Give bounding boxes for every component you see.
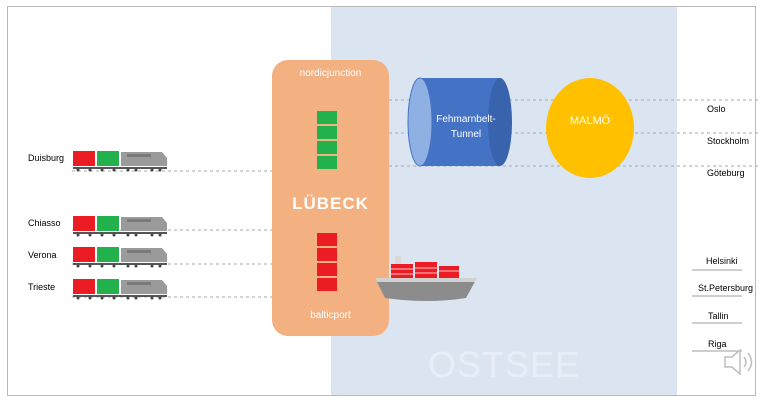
destination-stpetersburg: St.Petersburg — [698, 283, 754, 293]
red-container — [317, 233, 337, 246]
red-container — [317, 248, 337, 261]
tunnel-label: Fehmarnbelt- Tunnel — [425, 112, 507, 142]
train-icon — [73, 247, 167, 268]
destination-oslo: Oslo — [707, 104, 726, 114]
green-container — [317, 141, 337, 154]
origin-verona: Verona — [28, 250, 57, 260]
hub-city-label: LÜBECK — [292, 194, 369, 213]
hub-bottom-label: balticport — [310, 310, 351, 321]
destination-helsinki: Helsinki — [706, 256, 738, 266]
malmo-circle — [546, 78, 634, 178]
destination-goteburg: Göteburg — [707, 168, 745, 178]
train-icon — [73, 151, 167, 172]
origin-chiasso: Chiasso — [28, 218, 61, 228]
green-container — [317, 126, 337, 139]
tunnel-label-line2: Tunnel — [450, 129, 482, 140]
speaker-icon[interactable] — [722, 346, 758, 378]
hub-top-label: nordicjunction — [299, 68, 362, 79]
green-container — [317, 111, 337, 124]
sea-label: OSTSEE — [427, 344, 581, 385]
red-container — [317, 263, 337, 276]
hub-luebeck: nordicjunction LÜBECK balticport — [272, 60, 389, 336]
green-container — [317, 156, 337, 169]
green-container-stack — [317, 111, 337, 171]
train-icon — [73, 279, 167, 300]
red-container-stack — [317, 233, 337, 293]
origin-trieste: Trieste — [28, 282, 56, 292]
red-container — [317, 278, 337, 291]
tunnel-label-line1: Fehmarnbelt- — [436, 114, 496, 125]
tunnel-cylinder — [407, 77, 512, 167]
malmo-label: MALMÖ — [569, 115, 611, 127]
destination-stockholm: Stockholm — [707, 136, 750, 146]
origin-duisburg: Duisburg — [28, 153, 65, 163]
train-icon — [73, 216, 167, 237]
destination-tallin: Tallin — [708, 311, 729, 321]
ship-icon — [375, 256, 477, 301]
destination-riga: Riga — [708, 339, 727, 349]
